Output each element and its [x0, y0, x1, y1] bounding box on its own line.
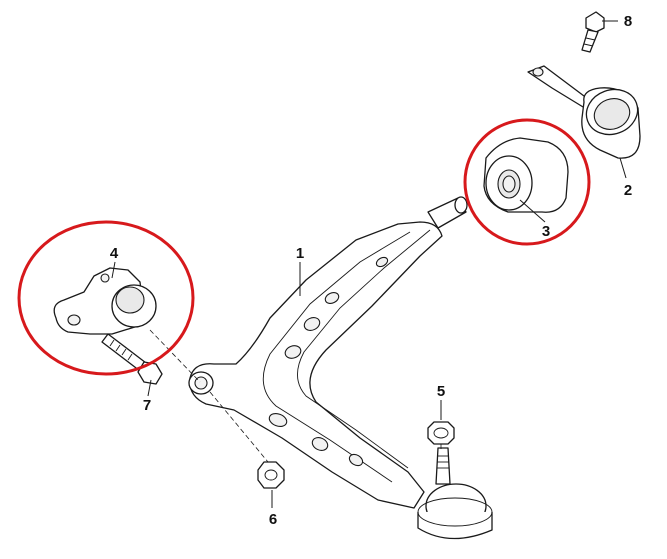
callout-4: 4: [110, 245, 119, 262]
highlight-circle-bushing: [463, 118, 591, 246]
mounting-bolt[interactable]: [101, 333, 163, 385]
bushing-bracket[interactable]: [527, 65, 644, 159]
bracket-bolt[interactable]: [581, 11, 605, 53]
callout-3: 3: [542, 223, 550, 240]
control-arm[interactable]: [188, 196, 493, 540]
ball-joint-nut[interactable]: [427, 421, 455, 445]
callout-5: 5: [437, 383, 445, 400]
hex-nut[interactable]: [257, 461, 285, 489]
front-bracket[interactable]: [53, 267, 157, 335]
rubber-bushing[interactable]: [483, 137, 569, 213]
callout-2: 2: [624, 182, 632, 199]
leader-lines: [111, 20, 627, 508]
callout-1: 1: [296, 245, 304, 262]
callout-7: 7: [143, 397, 151, 414]
highlight-circle-bracket: [17, 220, 195, 376]
callout-8: 8: [624, 13, 632, 30]
callout-6: 6: [269, 511, 277, 528]
